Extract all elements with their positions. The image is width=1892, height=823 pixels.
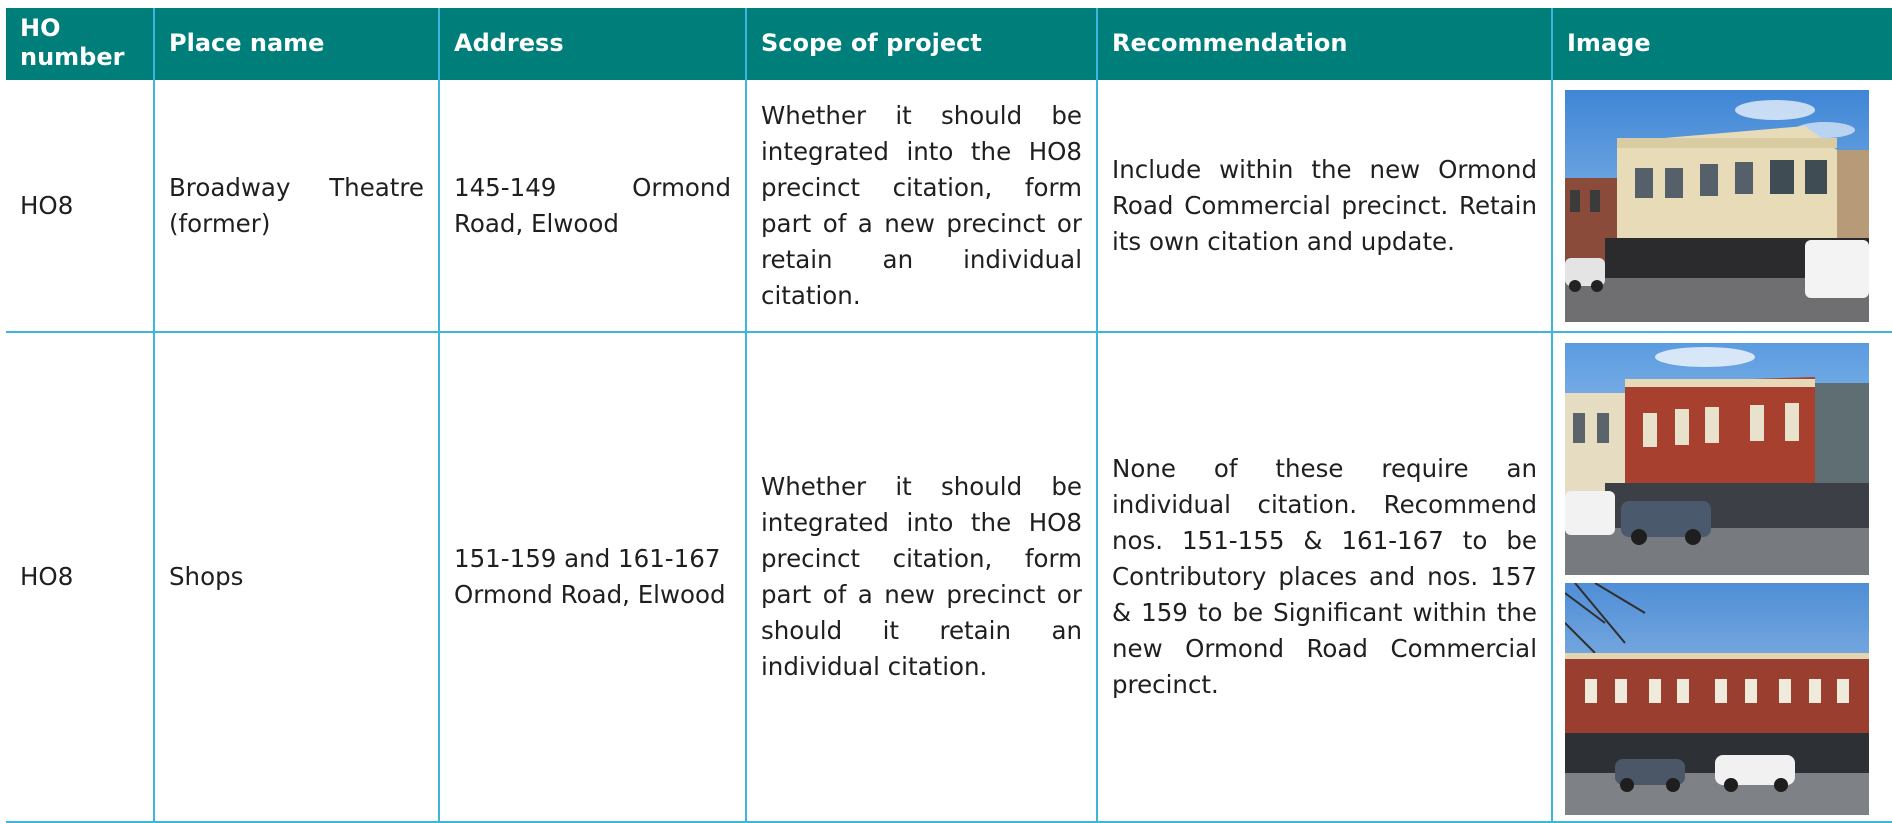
- cell-ho-number: HO8: [6, 80, 155, 333]
- shops-photo-angled: [1565, 343, 1869, 575]
- cell-place-name: Shops: [154, 332, 440, 823]
- header-address: Address: [439, 8, 747, 80]
- cell-address: 145-149 Ormond Road, Elwood: [439, 80, 747, 333]
- cell-address: 151-159 and 161-167 Ormond Road, Elwood: [439, 332, 747, 823]
- table-row: HO8 Broadway Theatre (former) 145-149 Or…: [6, 80, 1892, 333]
- table-row: HO8 Shops 151-159 and 161-167 Ormond Roa…: [6, 332, 1892, 823]
- broadway-theatre-photo: [1565, 89, 1869, 322]
- header-scope: Scope of project: [746, 8, 1098, 80]
- header-ho-number: HO number: [6, 8, 155, 80]
- table-header-row: HO number Place name Address Scope of pr…: [6, 8, 1892, 80]
- cell-recommendation: Include within the new Ormond Road Comme…: [1097, 80, 1553, 333]
- cell-recommendation: None of these require an individual cita…: [1097, 332, 1553, 823]
- cell-image: [1552, 80, 1892, 333]
- cell-image: [1552, 332, 1892, 823]
- header-image: Image: [1552, 8, 1892, 80]
- cell-scope: Whether it should be integrated into the…: [746, 332, 1098, 823]
- photo-stack: [1565, 339, 1884, 815]
- header-recommendation: Recommendation: [1097, 8, 1553, 80]
- heritage-table: HO number Place name Address Scope of pr…: [6, 8, 1892, 823]
- header-place-name: Place name: [154, 8, 440, 80]
- cell-scope: Whether it should be integrated into the…: [746, 80, 1098, 333]
- cell-place-name: Broadway Theatre (former): [154, 80, 440, 333]
- cell-ho-number: HO8: [6, 332, 155, 823]
- shops-photo-front: [1565, 583, 1869, 815]
